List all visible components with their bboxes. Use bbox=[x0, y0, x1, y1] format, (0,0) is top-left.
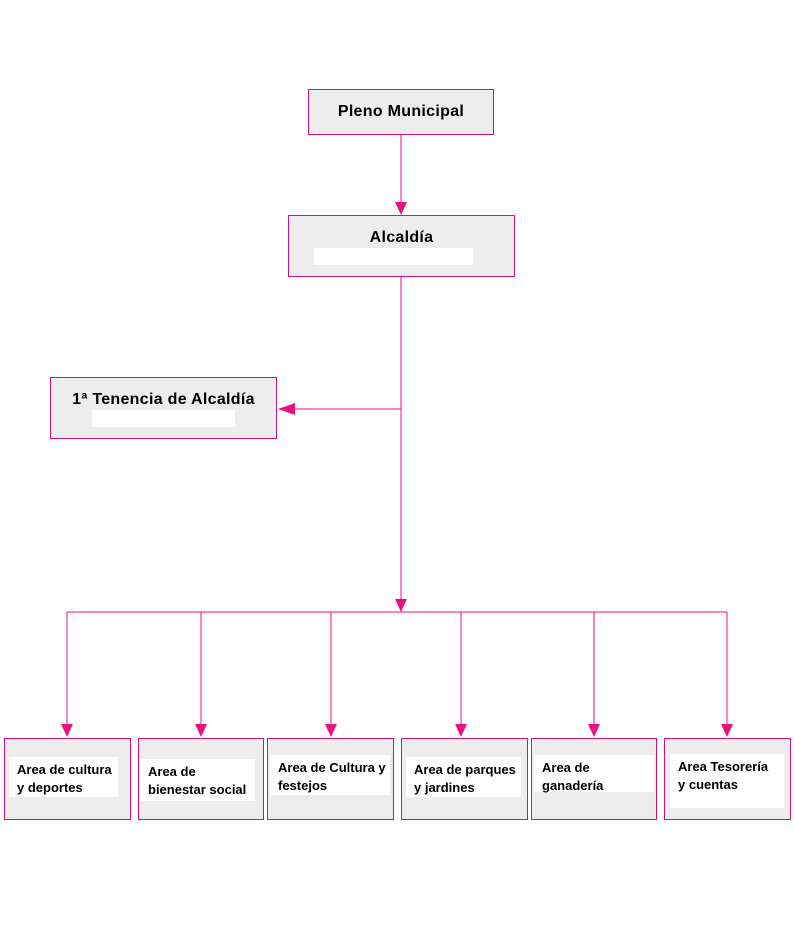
arrow-to-tenencia bbox=[278, 403, 295, 415]
alcaldia-box: Alcaldía bbox=[288, 215, 515, 277]
area-label: Area de Cultura y festejos bbox=[270, 755, 390, 795]
alcaldia-subtitle-placeholder bbox=[314, 248, 473, 265]
pleno-municipal-label: Pleno Municipal bbox=[337, 103, 465, 120]
area-label: Area de parques y jardines bbox=[406, 757, 521, 797]
arrow-to-alcaldia bbox=[395, 202, 407, 215]
area-label: Area de bienestar social bbox=[140, 759, 255, 801]
arrow-to-area bbox=[721, 724, 733, 737]
tenencia-subtitle-placeholder bbox=[92, 410, 235, 427]
area-box-tesoreria-cuentas: Area Tesorería y cuentas bbox=[664, 738, 791, 820]
arrow-to-area bbox=[325, 724, 337, 737]
pleno-municipal-box: Pleno Municipal bbox=[308, 89, 494, 135]
area-box-cultura-festejos: Area de Cultura y festejos bbox=[267, 738, 394, 820]
area-label: Area de cultura y deportes bbox=[9, 757, 118, 797]
area-box-cultura-deportes: Area de cultura y deportes bbox=[4, 738, 131, 820]
area-box-ganaderia: Area de ganadería bbox=[531, 738, 657, 820]
area-box-bienestar-social: Area de bienestar social bbox=[138, 738, 264, 820]
tenencia-label: 1ª Tenencia de Alcaldía bbox=[72, 391, 255, 408]
arrow-to-areas-bar bbox=[395, 599, 407, 612]
tenencia-box: 1ª Tenencia de Alcaldía bbox=[50, 377, 277, 439]
arrow-to-area bbox=[61, 724, 73, 737]
arrow-to-area bbox=[455, 724, 467, 737]
area-label: Area de ganadería bbox=[534, 755, 654, 793]
arrowheads bbox=[61, 202, 733, 737]
arrow-to-area bbox=[195, 724, 207, 737]
arrow-to-area bbox=[588, 724, 600, 737]
connector-paths bbox=[66, 135, 728, 724]
area-label: Area Tesorería y cuentas bbox=[670, 754, 784, 808]
area-box-parques-jardines: Area de parques y jardines bbox=[401, 738, 528, 820]
alcaldia-label: Alcaldía bbox=[369, 229, 434, 246]
